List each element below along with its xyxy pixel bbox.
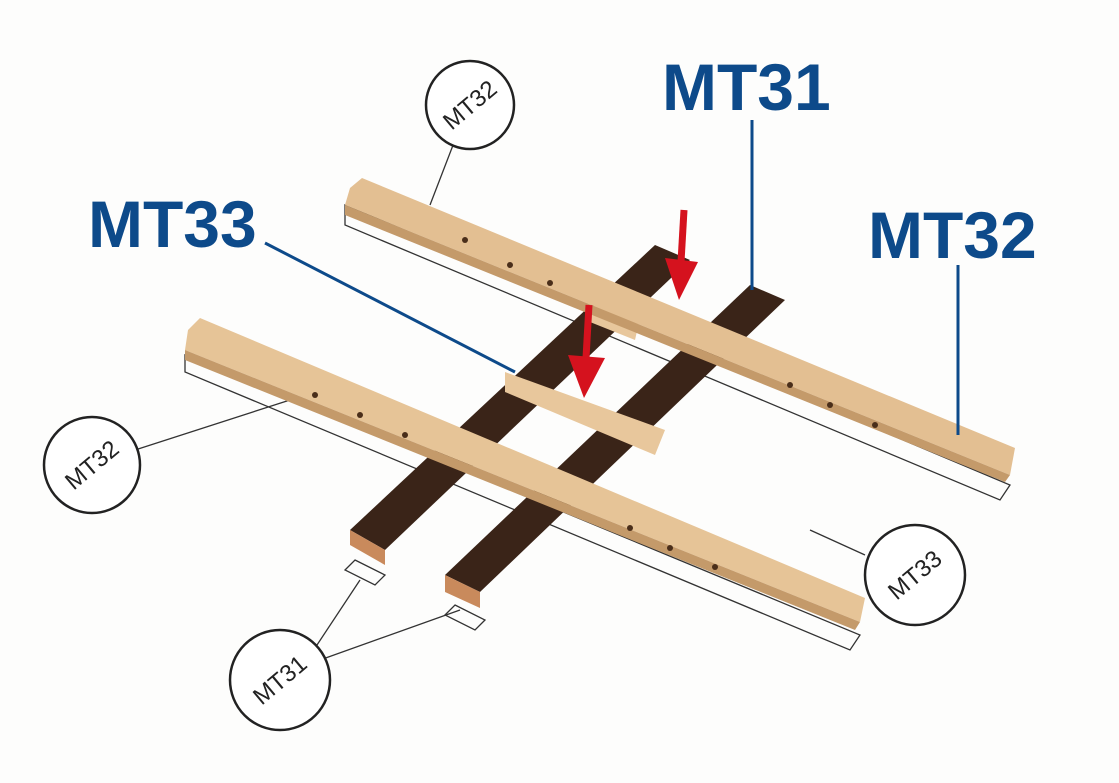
plan-leader-lines bbox=[134, 139, 866, 661]
callout-mt32-top: MT32 bbox=[424, 59, 516, 151]
label-mt33: MT33 bbox=[88, 187, 257, 261]
dark-beam-right bbox=[445, 285, 785, 608]
cross-piece-lower bbox=[505, 372, 665, 455]
wood-rod-upper bbox=[345, 178, 1015, 482]
red-arrow-icon bbox=[665, 209, 698, 300]
red-arrow-icon bbox=[568, 304, 605, 398]
callout-mt32-left: MT32 bbox=[42, 415, 142, 515]
callout-mt31-bottom: MT31 bbox=[228, 628, 332, 732]
label-mt31: MT31 bbox=[662, 50, 831, 124]
wood-rod-lower bbox=[185, 318, 865, 630]
label-leader-lines bbox=[264, 120, 960, 435]
dowel-holes bbox=[312, 237, 878, 570]
callout-mt33-right: MT33 bbox=[863, 523, 967, 627]
label-mt32: MT32 bbox=[868, 198, 1037, 272]
